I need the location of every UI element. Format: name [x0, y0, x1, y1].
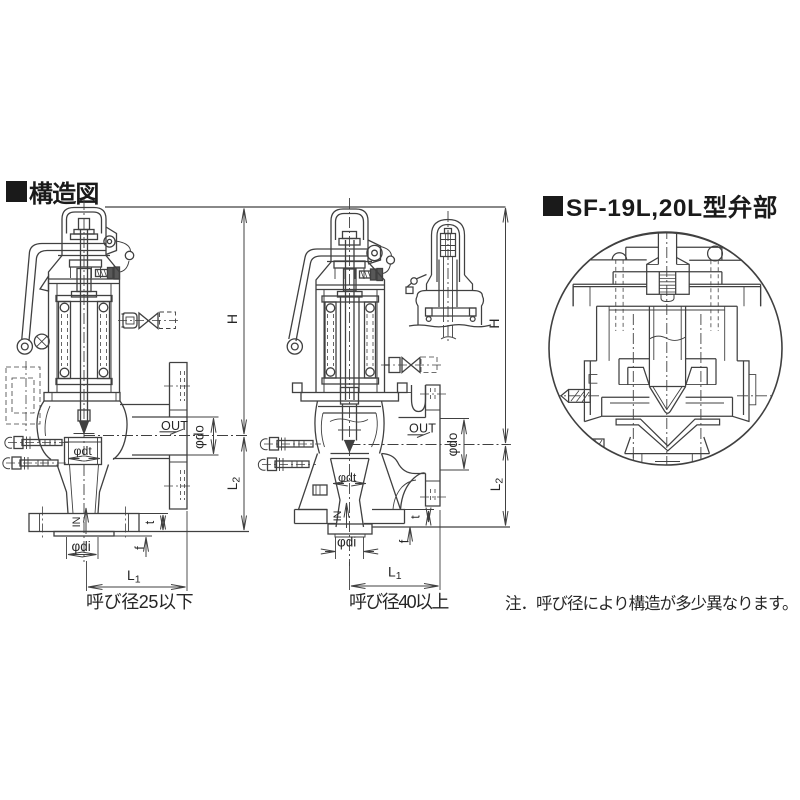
svg-text:t: t [143, 520, 157, 524]
svg-text:φdt: φdt [338, 471, 357, 485]
svg-text:OUT: OUT [409, 422, 436, 436]
svg-text:OUT: OUT [161, 419, 188, 433]
svg-text:注．呼び径により構造が多少異なります。: 注．呼び径により構造が多少異なります。 [505, 594, 798, 613]
svg-text:L2: L2 [225, 477, 243, 491]
svg-text:呼び径25以下: 呼び径25以下 [86, 592, 194, 612]
svg-text:H: H [486, 318, 502, 328]
svg-text:L1: L1 [388, 565, 402, 583]
svg-text:f: f [133, 546, 147, 550]
svg-text:IN: IN [332, 511, 344, 522]
svg-text:φdo: φdo [445, 433, 460, 457]
svg-text:SF-19L,20L型弁部: SF-19L,20L型弁部 [566, 193, 778, 222]
svg-text:H: H [224, 314, 240, 324]
svg-text:φdo: φdo [192, 425, 207, 449]
svg-text:φdt: φdt [74, 444, 93, 458]
svg-text:φdi: φdi [72, 539, 91, 554]
svg-text:構造図: 構造図 [29, 181, 99, 208]
svg-text:L1: L1 [127, 568, 141, 586]
svg-text:t: t [409, 515, 423, 519]
svg-text:L2: L2 [488, 478, 506, 492]
svg-text:φdi: φdi [337, 535, 356, 550]
svg-text:IN: IN [71, 517, 83, 528]
svg-text:f: f [398, 539, 412, 543]
svg-text:呼び径40以上: 呼び径40以上 [349, 592, 449, 612]
